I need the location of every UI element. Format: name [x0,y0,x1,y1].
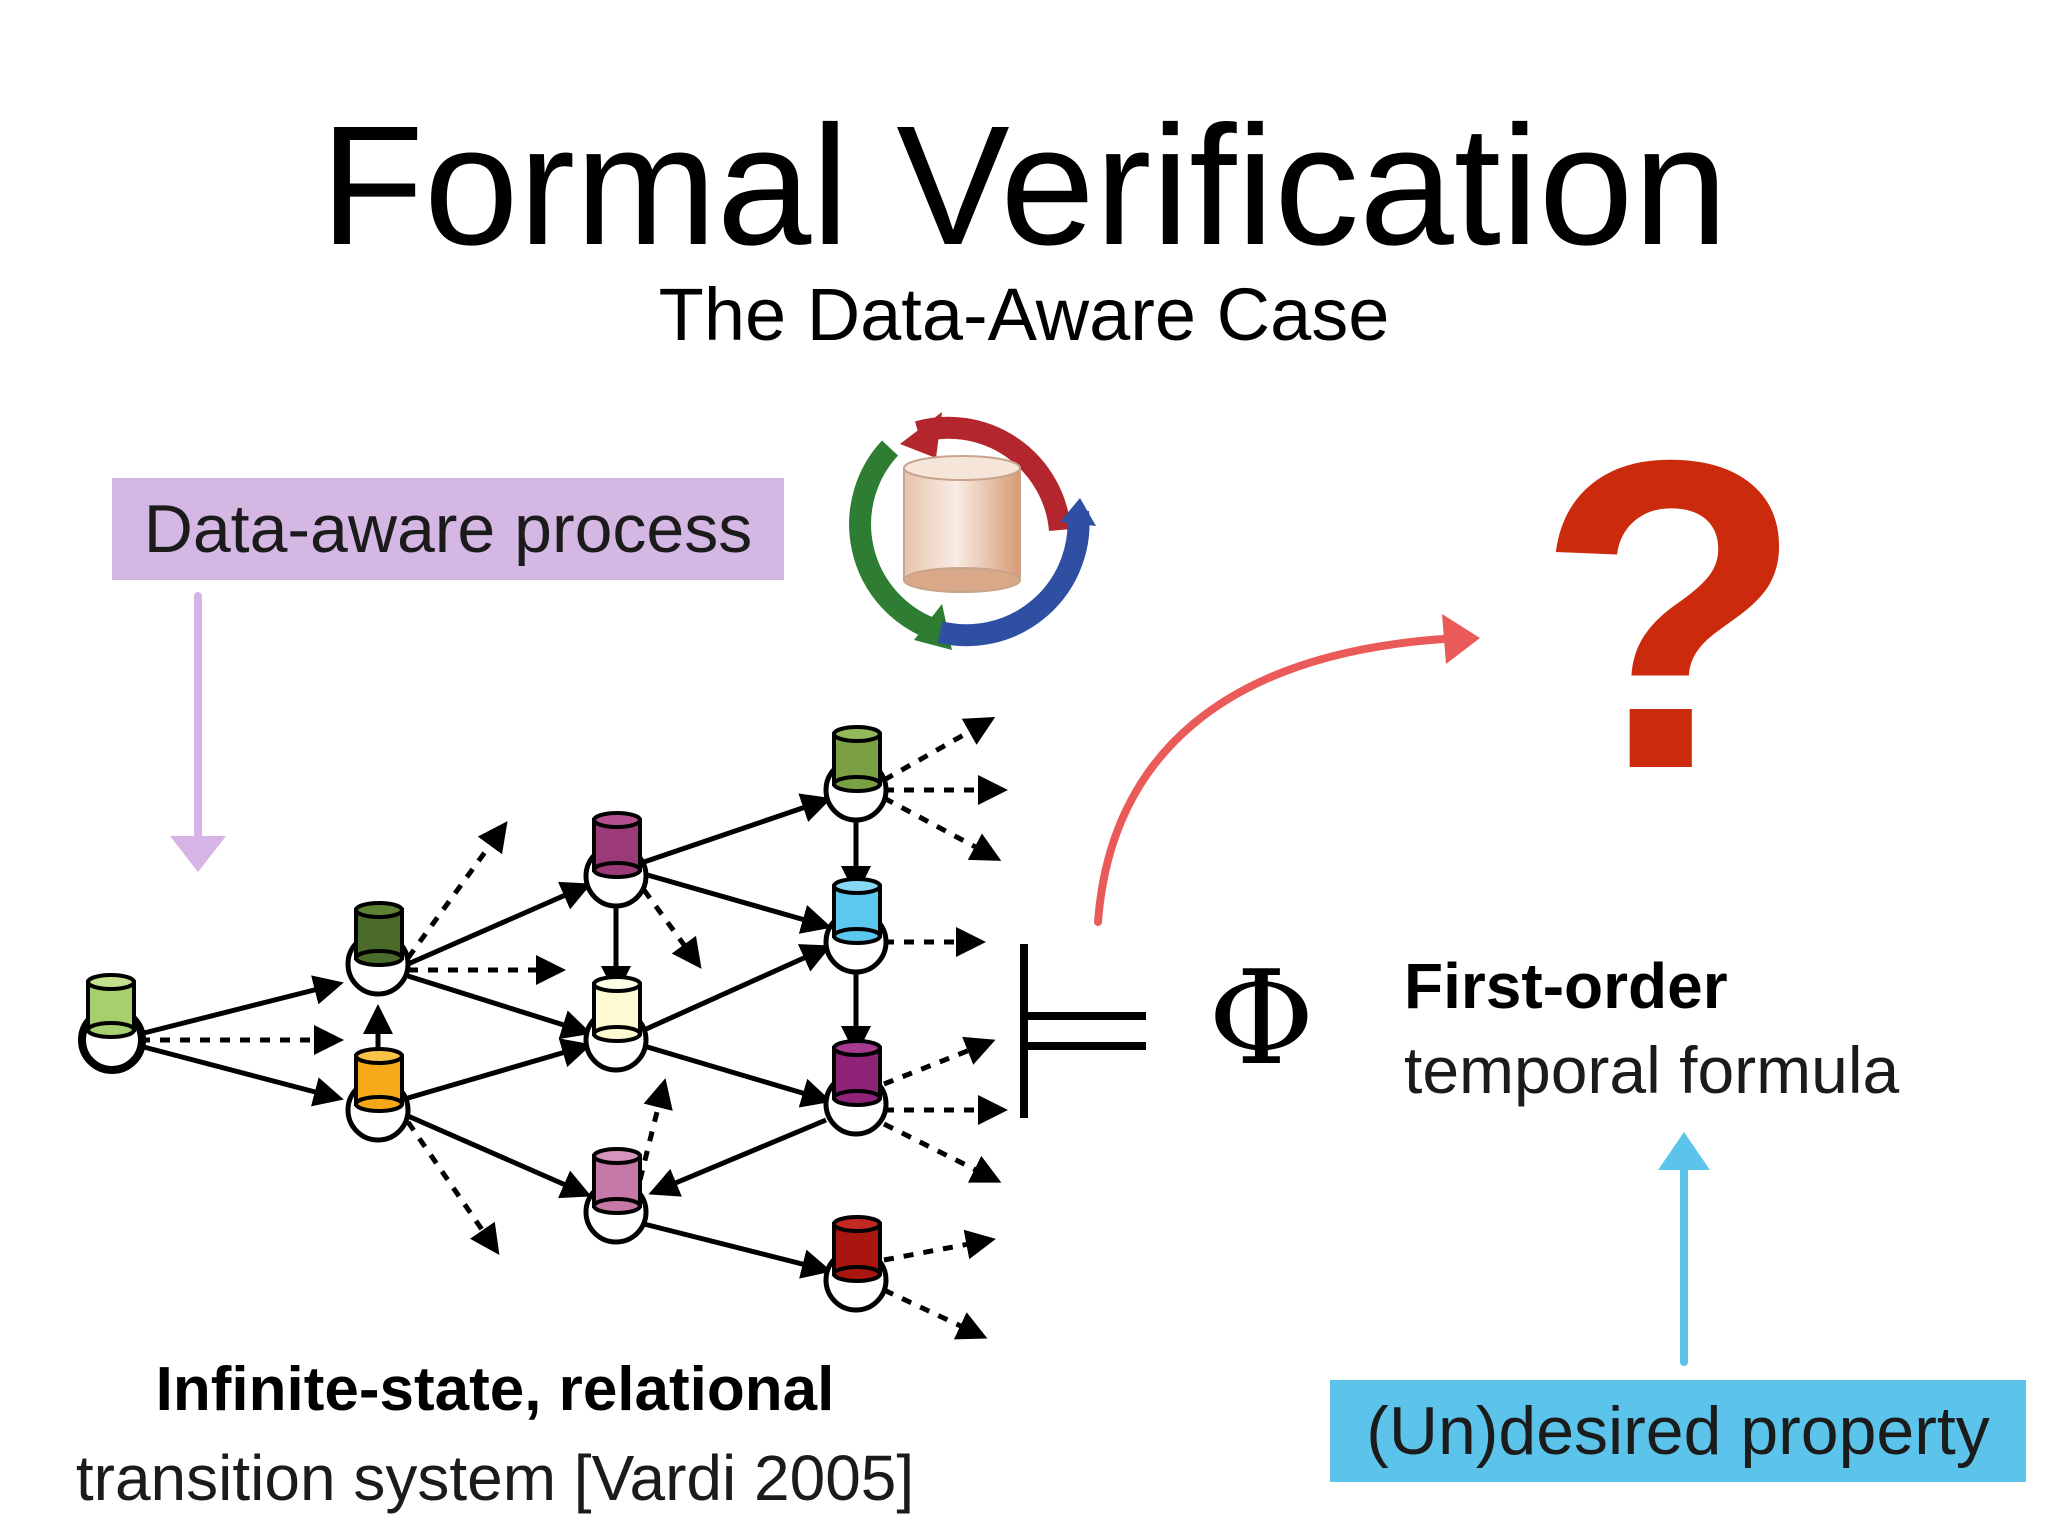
purple-down-arrow [170,592,226,872]
graph-nodes [78,725,889,1313]
state-node-olive [823,725,889,823]
state-node-sky [823,877,889,975]
page-title: Formal Verification [320,91,1728,281]
red-curved-arrow [1094,614,1480,926]
transition-system-graph [139,717,1008,1340]
state-node-orange [345,1047,411,1143]
undesired-property-label: (Un)desired property [1330,1380,2026,1482]
formula-caption-bold: First-order [1404,950,1728,1022]
state-node-dark-red [823,1215,889,1313]
models-turnstile-icon [1020,944,1146,1118]
state-node-magenta [823,1039,889,1137]
state-node-cream [583,975,649,1073]
state-node-pink [583,1147,649,1245]
state-node-dark-green [345,901,411,997]
question-mark-icon: ? [1535,370,1805,861]
data-aware-process-label: Data-aware process [112,478,784,580]
phi-symbol: Φ [1208,942,1315,1094]
blue-up-arrow [1658,1132,1710,1366]
system-caption-normal: transition system [Vardi 2005] [75,1442,915,1514]
state-node-plum [583,811,649,909]
page-subtitle: The Data-Aware Case [658,273,1390,356]
system-caption-bold: Infinite-state, relational [155,1355,835,1424]
formula-caption-normal: temporal formula [1404,1033,1900,1107]
database-cycle-icon [849,412,1096,650]
state-node-initial [78,973,146,1074]
